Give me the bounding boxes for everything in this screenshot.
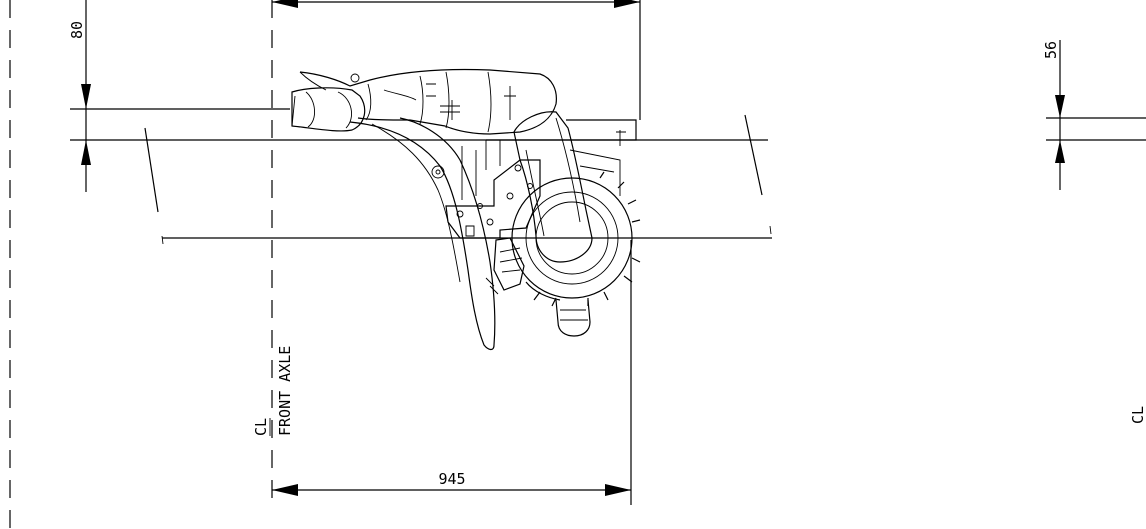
right-vertical-dimension [1046, 40, 1146, 190]
dimension-80: 80 [68, 21, 86, 39]
centerline-label: CL [252, 418, 270, 436]
bottom-dimension [272, 484, 631, 496]
left-vertical-dimension [81, 0, 91, 192]
top-dimension-line [272, 0, 640, 8]
dimension-945: 945 [438, 470, 465, 488]
left-cut-line [144, 127, 159, 213]
centerline-label-right: CL [1129, 406, 1146, 424]
front-axle-label: FRONT AXLE [276, 346, 294, 436]
blower-assembly [291, 68, 641, 351]
right-cut-line [744, 114, 763, 196]
dimension-56: 56 [1042, 41, 1060, 59]
